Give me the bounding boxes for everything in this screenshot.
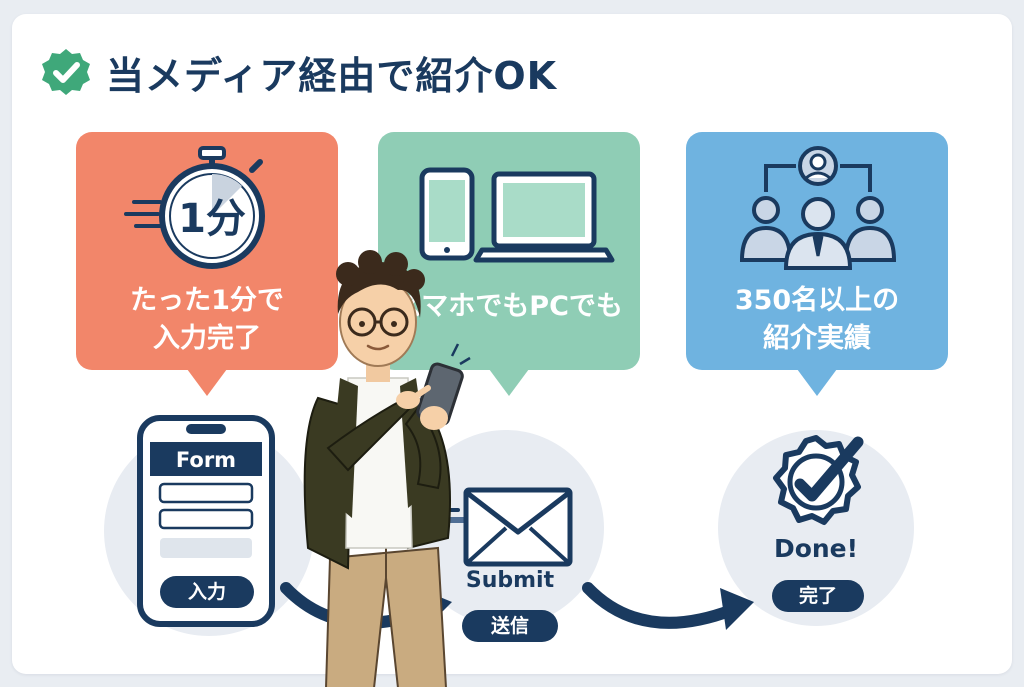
step-heading-done: Done! <box>773 534 859 563</box>
feature-text-speed: たった1分で 入力完了 <box>130 285 284 354</box>
step-pill-input: 入力 <box>160 576 254 608</box>
title-row: 当メディア経由で紹介OK <box>40 44 557 100</box>
stopwatch-icon: 1分 <box>124 146 265 269</box>
devices-icon <box>419 167 615 263</box>
step-pill-send: 送信 <box>462 610 558 642</box>
feature-text-record: 350名以上の 紹介実績 <box>734 285 900 354</box>
page-title: 当メディア経由で紹介OK <box>106 53 558 98</box>
envelope-icon <box>436 487 573 567</box>
step-heading-submit: Submit <box>465 568 555 593</box>
flow-arrow-2 <box>582 582 754 630</box>
check-badge-icon <box>42 49 90 95</box>
stopwatch-label: 1分 <box>178 196 246 242</box>
step-heading-form: Form <box>175 448 237 472</box>
person-with-phone-illustration <box>303 250 471 687</box>
feature-bubble-speed: 1分 たった1分で 入力完了 <box>76 132 338 396</box>
feature-bubble-record: 350名以上の 紹介実績 <box>686 132 948 396</box>
people-network-icon <box>739 146 897 270</box>
phone-form-icon <box>137 415 275 627</box>
feature-bubble-devices: スマホでもPCでも <box>378 132 640 396</box>
step-pill-complete: 完了 <box>772 580 864 612</box>
feature-text-devices: スマホでもPCでも <box>395 291 623 322</box>
check-badge-icon <box>773 435 864 525</box>
